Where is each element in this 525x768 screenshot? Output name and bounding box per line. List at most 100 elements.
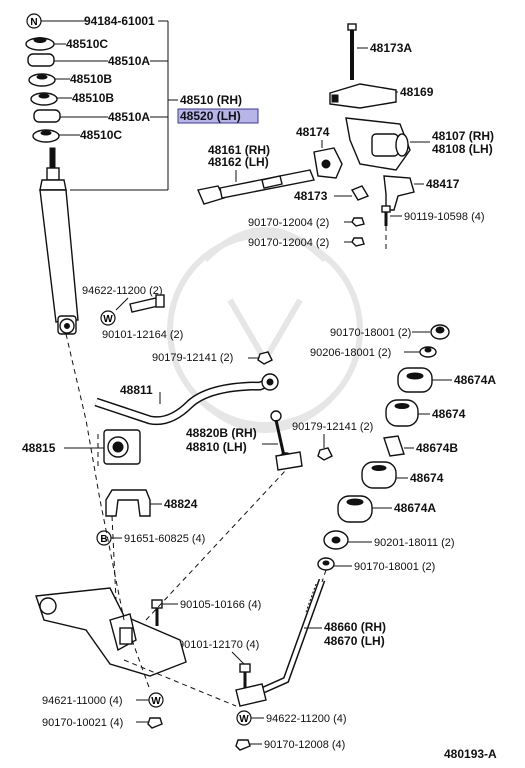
w-marker-lower-right-text: W xyxy=(239,714,249,725)
label-90170-18001-a: 90170-18001 (2) xyxy=(330,327,411,339)
label-90170-18001-b: 90170-18001 (2) xyxy=(354,561,435,573)
b-marker-text: B xyxy=(100,534,107,545)
lower-arm xyxy=(35,587,187,677)
w-marker-lower-right: W xyxy=(236,710,252,726)
label-48417: 48417 xyxy=(426,177,460,191)
label-90170-12008: 90170-12008 (4) xyxy=(264,739,345,751)
label-48810-lh: 48810 (LH) xyxy=(186,440,247,454)
label-94621: 94621-11000 (4) xyxy=(42,695,123,707)
w-marker-lower-left: W xyxy=(148,692,164,708)
bushing-48815 xyxy=(103,429,141,465)
label-90170-12004-b: 90170-12004 (2) xyxy=(248,237,329,249)
collar-48674B xyxy=(383,435,405,457)
n-marker: N xyxy=(26,13,42,29)
label-94622-a: 94622-11200 (2) xyxy=(82,285,163,297)
stabilizer-bar-48811 xyxy=(94,373,279,426)
label-90170-10021: 90170-10021 (4) xyxy=(42,717,123,729)
label-48520-lh: 48520 (LH) xyxy=(180,109,241,123)
shock-absorber xyxy=(39,147,79,335)
label-48674-top: 48674 xyxy=(432,407,466,421)
cushion-48510A-top xyxy=(27,53,55,67)
nut-90170-12004-b xyxy=(351,237,365,247)
cushion-48510B-bottom xyxy=(30,92,58,106)
arm-48417 xyxy=(383,175,415,211)
dashed-guides xyxy=(65,226,387,707)
label-48510B-top: 48510B xyxy=(70,72,112,86)
label-90206: 90206-18001 (2) xyxy=(310,347,391,359)
w-marker-upper-text: W xyxy=(103,314,113,325)
label-48824: 48824 xyxy=(164,497,198,511)
bolt-48173A xyxy=(347,23,357,80)
bolt-90101-12164 xyxy=(129,294,165,313)
label-48510C-top: 48510C xyxy=(66,37,108,51)
bushing-48674-top xyxy=(385,399,419,427)
bushing-48674A-top xyxy=(397,367,433,393)
label-90101-12164: 90101-12164 (2) xyxy=(102,329,183,341)
label-48820B-rh: 48820B (RH) xyxy=(186,426,257,440)
reference-number: 480193-A xyxy=(444,747,497,761)
label-48811: 48811 xyxy=(120,383,153,397)
label-48108-lh: 48108 (LH) xyxy=(432,142,493,156)
label-48674-bottom: 48674 xyxy=(410,471,444,485)
nut-90170-12004-a xyxy=(351,217,365,227)
label-48510A-bottom: 48510A xyxy=(108,110,150,124)
label-90119: 90119-10598 (4) xyxy=(404,211,485,223)
bushing-48674A-bottom xyxy=(337,495,373,523)
strut-rod-48660 xyxy=(235,578,326,707)
b-marker: B xyxy=(96,530,112,546)
link-48820B xyxy=(270,410,303,471)
bolt-90101-12170 xyxy=(239,663,251,688)
washer-90201 xyxy=(323,530,349,550)
w-marker-upper: W xyxy=(100,310,116,326)
label-90179-b: 90179-12141 (2) xyxy=(292,421,373,433)
label-48162-lh: 48162 (LH) xyxy=(208,155,269,169)
label-90201: 90201-18011 (2) xyxy=(374,537,455,549)
label-48173: 48173 xyxy=(294,189,328,203)
label-90105: 90105-10166 (4) xyxy=(180,599,261,611)
label-48674B: 48674B xyxy=(416,441,458,455)
label-48674A-top: 48674A xyxy=(454,373,496,387)
label-48510A-top: 48510A xyxy=(108,54,150,68)
label-48815: 48815 xyxy=(22,441,56,455)
label-48510C-bottom: 48510C xyxy=(80,128,122,142)
label-48174: 48174 xyxy=(296,125,330,139)
label-48510B-bottom: 48510B xyxy=(72,91,114,105)
cushion-48510B-top xyxy=(28,73,56,87)
bracket-48107 xyxy=(345,117,411,171)
bracket-48169 xyxy=(329,83,397,109)
label-48169: 48169 xyxy=(400,85,434,99)
cap-48173 xyxy=(350,185,370,201)
washer-90206 xyxy=(419,346,437,358)
cushion-48510C-top xyxy=(25,37,55,51)
nut-90170-12008 xyxy=(235,739,251,751)
nut-90179-b xyxy=(317,447,333,461)
cushion-48174 xyxy=(313,147,343,179)
label-90101-12170: 90101-12170 (4) xyxy=(178,639,259,651)
bushing-48674-bottom xyxy=(361,461,397,489)
label-91651: 91651-60825 (4) xyxy=(124,533,205,545)
nut-90170-18001-a xyxy=(430,324,450,340)
bracket-48824 xyxy=(105,489,151,517)
cushion-48510A-bottom xyxy=(33,109,61,123)
label-90170-12004-a: 90170-12004 (2) xyxy=(248,217,329,229)
nut-90179-a xyxy=(257,351,273,365)
label-90179-a: 90179-12141 (2) xyxy=(152,352,233,364)
bolt-90119 xyxy=(381,205,391,226)
label-94184: 94184-61001 xyxy=(84,14,155,28)
nut-90170-18001-b xyxy=(317,557,335,571)
label-48107-rh: 48107 (RH) xyxy=(432,129,494,143)
nut-90170-10021 xyxy=(147,717,163,729)
w-marker-lower-left-text: W xyxy=(151,696,161,707)
label-48173A: 48173A xyxy=(370,41,412,55)
n-marker-text: N xyxy=(30,17,37,28)
label-48660-rh: 48660 (RH) xyxy=(324,620,386,634)
highlight-48520 xyxy=(177,108,259,124)
label-48161-rh: 48161 (RH) xyxy=(208,143,270,157)
label-48670-lh: 48670 (LH) xyxy=(324,634,385,648)
cushion-48510C-bottom xyxy=(32,129,60,143)
torsion-bar-48161 xyxy=(197,169,315,205)
label-48510-rh: 48510 (RH) xyxy=(180,93,242,107)
label-94622-b: 94622-11200 (4) xyxy=(266,713,347,725)
